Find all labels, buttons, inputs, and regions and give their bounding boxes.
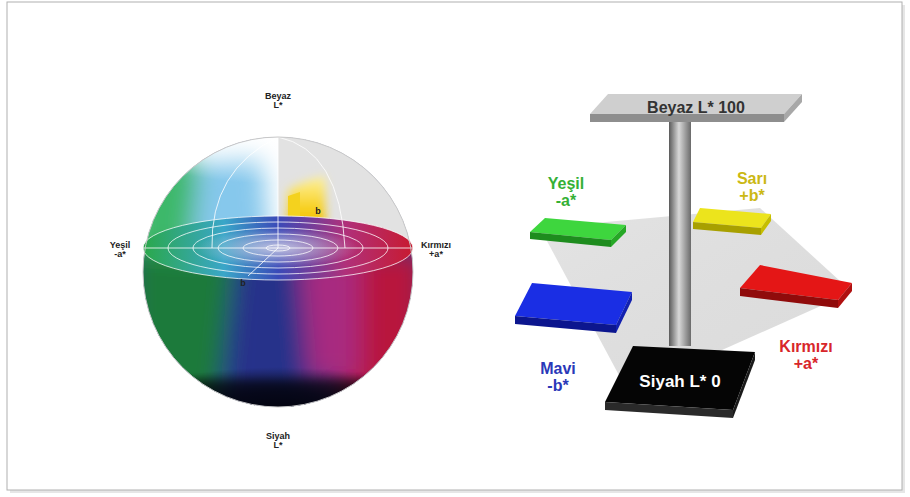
color-label: Mavi -b* (540, 361, 576, 395)
black-base: Siyah L* 0 (605, 346, 755, 418)
green-tile (530, 218, 626, 247)
lightness-bar (669, 122, 691, 346)
yellow-tile (693, 208, 771, 235)
axis-label: Siyah L* (266, 432, 290, 451)
sphere-outline (143, 137, 413, 407)
color-label: Kırmızı +a* (779, 339, 832, 373)
axis-label: Beyaz L* (265, 92, 291, 111)
plate-face (605, 402, 733, 418)
plate-face (605, 346, 755, 410)
plate-text: Beyaz L* 100 (647, 99, 745, 117)
frame (7, 2, 902, 490)
axis-letter: b (315, 207, 321, 216)
lab-sphere (130, 130, 428, 430)
axis-letter: b (240, 279, 246, 288)
white-plate: Beyaz L* 100 (590, 94, 802, 122)
sphere-grid (143, 137, 413, 276)
plate-face (733, 352, 755, 418)
axis-label: Yeşil -a* (110, 241, 131, 260)
color-label: Yeşil -a* (548, 176, 584, 210)
axis-label: Kırmızı +a* (421, 241, 451, 260)
color-label: Sarı +b* (737, 171, 767, 205)
blue-tile (515, 283, 632, 333)
red-tile (740, 265, 852, 308)
plate-face (784, 94, 802, 122)
plate-text: Siyah L* 0 (639, 372, 720, 392)
